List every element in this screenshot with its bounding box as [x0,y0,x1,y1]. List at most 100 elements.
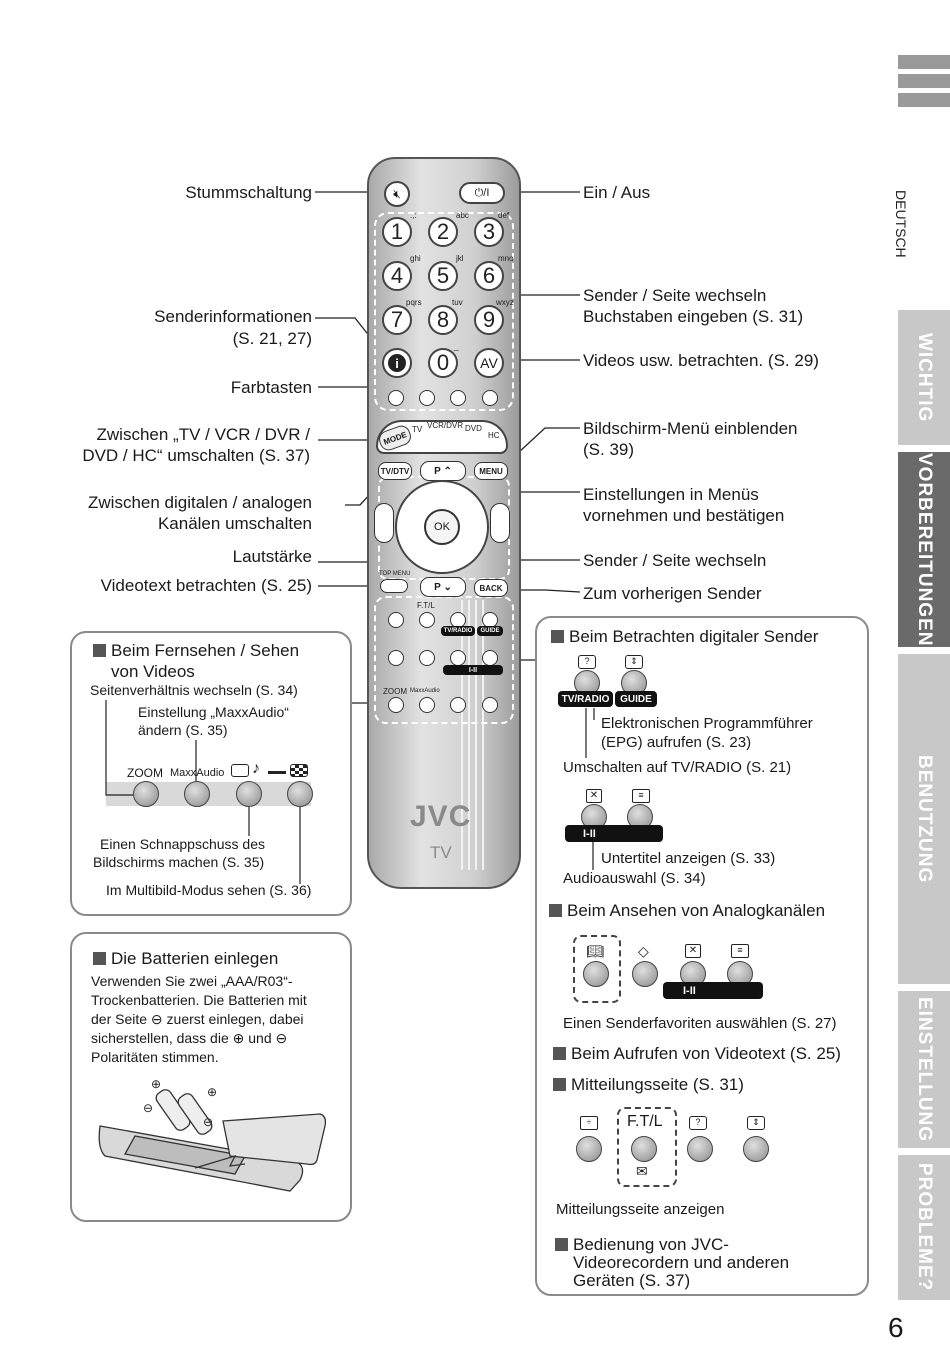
zoom-key[interactable] [388,697,404,713]
remote-grooves [461,600,484,870]
label-color: Farbtasten [230,378,312,397]
snapshot-key[interactable] [450,697,466,713]
mode-hc-label: HC [488,431,500,440]
info-icon: i [388,354,406,372]
box-tv-snapshot-key [236,781,262,807]
label-channel-1: Sender / Seite wechseln [583,286,767,305]
key-3[interactable]: 3 [474,217,504,247]
maxx-key[interactable] [419,697,435,713]
back-button[interactable]: BACK [474,579,508,597]
key-2[interactable]: 2 [428,217,458,247]
snapshot-icon [231,764,249,777]
box-digital-subtitle: Untertitel anzeigen (S. 33) [601,850,776,867]
box-tv-zoom-label: ZOOM [127,766,163,780]
language-label: DEUTSCH [893,190,909,258]
func-key-5[interactable] [388,650,404,666]
remote-zoom-label: ZOOM [383,687,407,696]
av-button[interactable]: AV [474,348,504,378]
channel-up-button[interactable]: P ⌃ [420,461,466,481]
box-batt-line-1: Verwenden Sie zwei „AAA/R03“- [91,973,293,989]
box-digital [535,616,869,1296]
box-batt-line-3: der Seite ⊖ zuerst einlegen, dabei [91,1011,304,1027]
volume-down-button[interactable] [374,503,394,543]
box-tv-heading-2: von Videos [111,662,195,681]
key-5[interactable]: 5 [428,261,458,291]
dash-icon [268,771,286,774]
message-hold-icon: ⇕ [747,1116,765,1130]
menu-button[interactable]: MENU [474,462,508,480]
key-letters-3: def [498,211,510,220]
tab-probleme[interactable]: PROBLEME? [898,1155,950,1300]
ftl-label: F.T/L [417,601,435,610]
top-menu-button[interactable] [380,579,408,593]
label-digital-2: Kanälen umschalten [157,514,312,533]
key-6[interactable]: 6 [474,261,504,291]
box-tv-maxx-1: Einstellung „MaxxAudio“ [138,704,289,720]
favorites-group [573,935,621,1003]
label-teletext: Videotext betrachten (S. 25) [100,576,312,595]
tab-wichtig[interactable]: WICHTIG [898,310,950,445]
help-icon: ? [578,655,596,669]
page-hold-icon: ⇕ [625,655,643,669]
key-9[interactable]: 9 [474,305,504,335]
tab-benutzung[interactable]: BENUTZUNG [898,654,950,984]
label-power: Ein / Aus [583,183,651,202]
box-tv-maxx-2: ändern (S. 35) [138,722,228,738]
remote-brand-logo: JVC [410,800,472,833]
mute-button[interactable]: 🔇︎ [384,181,410,207]
box-analog-favorites: Einen Senderfavoriten auswählen (S. 27) [563,1015,837,1032]
box-tv-aspect: Seitenverhältnis wechseln (S. 34) [90,682,298,698]
key-1[interactable]: 1 [382,217,412,247]
key-letters-6: mno [498,254,514,263]
box-digital-lines-2 [592,842,594,870]
page-number: 6 [888,1312,904,1343]
channel-down-button[interactable]: P ⌄ [420,577,466,597]
tab-vorbereitungen[interactable]: VORBEREITUNGEN [898,452,950,647]
box-message-heading: Mitteilungsseite (S. 31) [553,1074,744,1095]
box-tv-snap-2: Bildschirms machen (S. 35) [93,854,265,870]
color-key-green[interactable] [419,390,435,406]
label-menu-1: Bildschirm-Menü einblenden [583,419,798,438]
power-button[interactable]: ⏻/I [459,182,505,204]
key-7[interactable]: 7 [382,305,412,335]
color-key-blue[interactable] [482,390,498,406]
func-key-6[interactable] [419,650,435,666]
key-4[interactable]: 4 [382,261,412,291]
analog-i-ii-label: I-II [663,982,763,999]
favorites-key [583,961,609,987]
key-0[interactable]: 0 [428,348,458,378]
key-letters-7: pqrs [406,298,422,307]
label-info-2: (S. 21, 27) [232,329,312,348]
key-letters-9: wxyz [496,298,514,307]
box-jvc-3: Geräten (S. 37) [573,1271,691,1290]
label-settings-1: Einstellungen in Menüs [583,485,759,504]
info-button[interactable]: i [382,348,412,378]
box-tv-maxx-key [184,781,210,807]
tvdtv-button[interactable]: TV/DTV [378,462,412,480]
label-volume: Lautstärke [232,547,312,566]
multipicture-icon [290,764,308,777]
ok-button[interactable]: OK [424,509,460,545]
svg-text:⊖: ⊖ [143,1101,153,1115]
color-key-red[interactable] [388,390,404,406]
label-settings-2: vornehmen und bestätigen [583,506,785,525]
label-switch-2: DVD / HC“ umschalten (S. 37) [82,446,310,465]
func-key-8[interactable] [482,650,498,666]
box-digital-epg-1: Elektronischen Programmführer [601,715,813,732]
play-key [687,1136,713,1162]
func-key-1[interactable] [388,612,404,628]
box-digital-audio: Audioauswahl (S. 34) [563,870,706,887]
color-key-yellow[interactable] [450,390,466,406]
func-key-2[interactable] [419,612,435,628]
favorites-icon: 📖︎ [586,943,604,959]
multipicture-key[interactable] [482,697,498,713]
func-key-7[interactable] [450,650,466,666]
volume-up-button[interactable] [490,503,510,543]
key-letters-4: ghi [410,254,421,263]
subpage-key [576,1136,602,1162]
box-digital-epg-2: (EPG) aufrufen (S. 23) [601,734,752,751]
key-8[interactable]: 8 [428,305,458,335]
tab-einstellung[interactable]: EINSTELLUNG [898,991,950,1148]
forward-key [743,1136,769,1162]
number-pad-group [374,212,514,411]
